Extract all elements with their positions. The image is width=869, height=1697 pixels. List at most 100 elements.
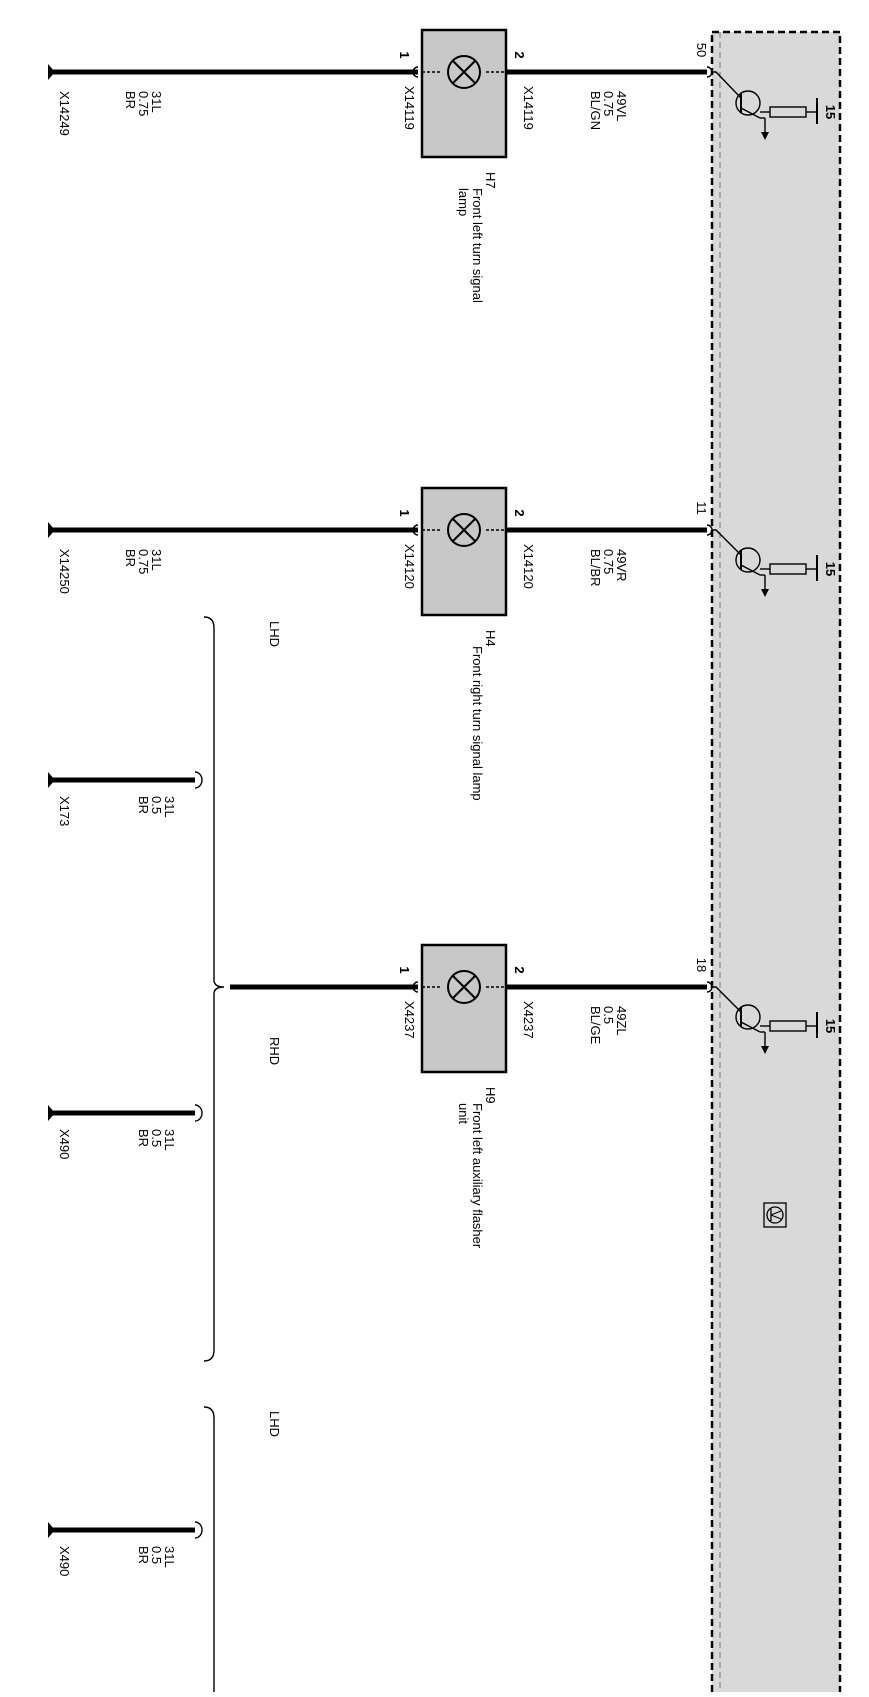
ground-label: X490 xyxy=(57,1129,72,1159)
component-id: H9 xyxy=(483,1087,498,1104)
wire-size: 0.75 xyxy=(136,549,151,574)
wire-size: 0.75 xyxy=(136,91,151,116)
fuse-label: 15 xyxy=(823,105,838,119)
connector-label: X14119 xyxy=(521,86,536,130)
lamp-housing xyxy=(420,486,508,617)
lamp-housing xyxy=(420,943,508,1074)
component-description: Front right turn signal lamp xyxy=(470,646,484,801)
connector-label: X4237 xyxy=(521,1001,536,1039)
wire-spec: 31L 0.75 BR xyxy=(123,549,164,574)
transistor-icon xyxy=(712,529,769,597)
pin-number: 1 xyxy=(397,509,412,516)
connector-label: X14120 xyxy=(402,544,417,589)
bulb-icon xyxy=(447,55,481,89)
wire-color: BR xyxy=(123,91,138,109)
wire-color: BR xyxy=(123,549,138,567)
wire-circuit: 31L xyxy=(162,1129,177,1151)
variant-ground-circuit: 31L 0.5 BR X490 xyxy=(48,1521,203,1576)
ground-marker xyxy=(48,772,55,788)
bulb-icon xyxy=(447,970,481,1004)
wire-connector xyxy=(706,981,713,993)
wire-connector xyxy=(194,1104,203,1122)
variant-label: LHD xyxy=(267,1411,282,1437)
wire-color: BL/GE xyxy=(588,1006,603,1045)
lamp-h7-circuit: 2 1 X14119 X14119 49VL 0.75 BL/GN 31L 0.… xyxy=(48,28,713,303)
transistor-icon xyxy=(712,986,769,1054)
control-module xyxy=(710,30,842,1697)
lamp-housing xyxy=(420,28,508,159)
component-id: H7 xyxy=(483,172,498,189)
wire-circuit: 49ZL xyxy=(614,1006,629,1036)
ground-label: X14250 xyxy=(57,549,72,594)
fuse-label: 15 xyxy=(823,1019,838,1033)
output-stage-1: 15 50 xyxy=(694,43,838,140)
wire-circuit: 31L xyxy=(149,549,164,571)
variant-bracket-lhd-2 xyxy=(203,1406,215,1692)
variant-ground-circuit: 31L 0.5 BR X490 xyxy=(48,1104,203,1159)
connector-label: X14120 xyxy=(521,544,536,589)
wire-connector xyxy=(706,66,713,78)
wire-color: BL/BR xyxy=(588,549,603,587)
transistor-icon xyxy=(712,71,769,140)
connector-label: X14119 xyxy=(402,86,417,130)
pin-number: 2 xyxy=(512,509,527,516)
wire-connector xyxy=(412,66,419,78)
wire-size: 0.75 xyxy=(601,549,616,574)
wire-connector xyxy=(412,524,419,536)
fuse-label: 15 xyxy=(823,562,838,576)
wire-connector xyxy=(194,771,203,789)
wire-spec: 49VL 0.75 BL/GN xyxy=(588,91,629,130)
wire-size: 0.5 xyxy=(601,1006,616,1024)
wire-spec: 31L 0.75 BR xyxy=(123,91,164,116)
transistor-symbol-icon xyxy=(763,1202,787,1228)
component-id: H4 xyxy=(483,630,498,647)
pin-number: 2 xyxy=(512,966,527,973)
wire-size: 0.5 xyxy=(149,1129,164,1147)
variant-bracket-lhd-1 xyxy=(203,616,225,1362)
bulb-icon xyxy=(447,513,481,547)
lamp-h9-circuit: 2 1 X4237 X4237 49ZL 0.5 BL/GE H9 Front … xyxy=(230,943,713,1248)
ground-label: X173 xyxy=(57,796,72,826)
wire-connector xyxy=(706,524,713,536)
wire-connector xyxy=(412,981,419,993)
wire-circuit: 31L xyxy=(162,1546,177,1568)
ground-label: X490 xyxy=(57,1546,72,1576)
wire-spec: 49VR 0.75 BL/BR xyxy=(588,549,629,587)
ground-marker xyxy=(48,1105,55,1121)
output-stage-3: 15 18 xyxy=(694,958,838,1054)
control-module-box xyxy=(710,30,842,1697)
pin-number: 1 xyxy=(397,51,412,58)
wire-color: BR xyxy=(136,796,151,814)
wire-circuit: 49VL xyxy=(614,91,629,121)
component-description: Front left turn signal lamp xyxy=(456,188,484,303)
ground-label: X14249 xyxy=(57,91,72,136)
wire-spec: 49ZL 0.5 BL/GE xyxy=(588,1006,629,1045)
connector-label: X4237 xyxy=(402,1001,417,1039)
pin-number: 2 xyxy=(512,51,527,58)
wire-circuit: 49VR xyxy=(614,549,629,582)
pin-number: 1 xyxy=(397,966,412,973)
resistor-icon xyxy=(760,555,818,581)
wire-size: 0.5 xyxy=(149,1546,164,1564)
wire-color: BL/GN xyxy=(588,91,603,130)
wire-color: BR xyxy=(136,1546,151,1564)
lamp-h4-circuit: 2 1 X14120 X14120 49VR 0.75 BL/BR 31L 0.… xyxy=(48,486,713,801)
wire-size: 0.5 xyxy=(149,796,164,814)
wire-color: BR xyxy=(136,1129,151,1147)
wire-circuit: 31L xyxy=(162,796,177,818)
module-pin-label: 18 xyxy=(694,958,709,972)
wire-circuit: 31L xyxy=(149,91,164,113)
output-stage-2: 15 11 xyxy=(694,501,838,597)
variant-label: RHD xyxy=(267,1037,282,1065)
ground-marker xyxy=(48,64,55,80)
resistor-icon xyxy=(760,1012,818,1038)
module-pin-label: 50 xyxy=(694,43,709,57)
wire-size: 0.75 xyxy=(601,91,616,116)
module-pin-label: 11 xyxy=(694,501,709,515)
ground-marker xyxy=(48,1522,55,1538)
component-description: Front left auxiliary flasher unit xyxy=(456,1103,484,1248)
ground-marker xyxy=(48,522,55,538)
variant-label: LHD xyxy=(267,621,282,647)
wire-connector xyxy=(194,1521,203,1539)
